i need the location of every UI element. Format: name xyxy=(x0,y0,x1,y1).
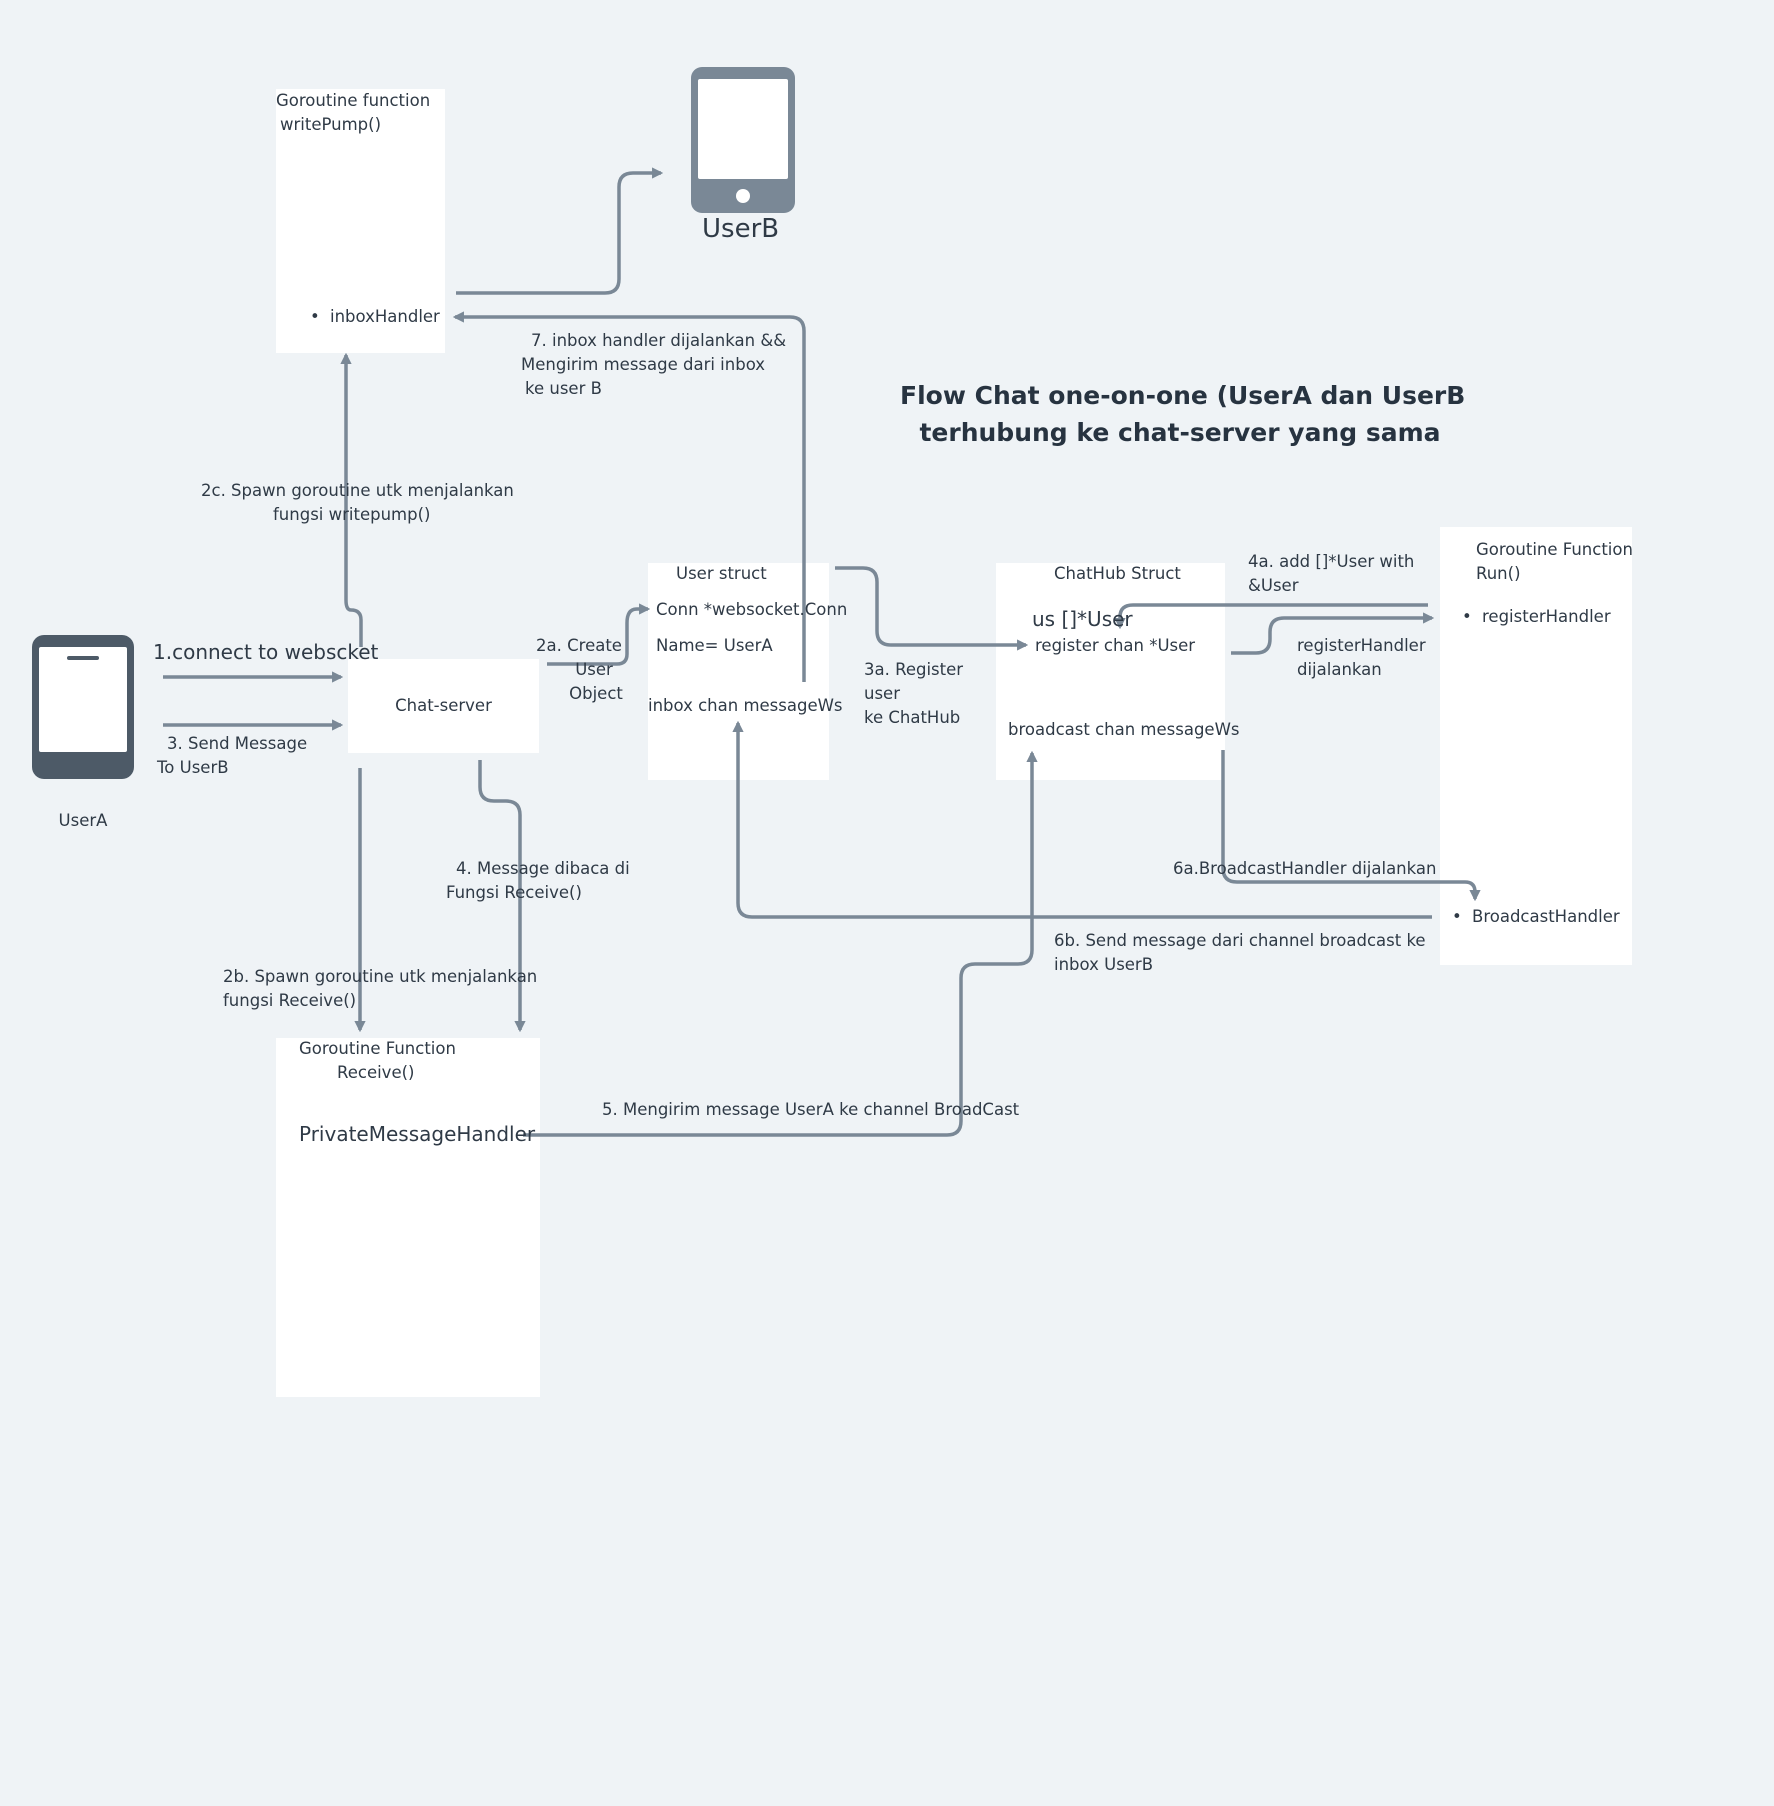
chathub-field-register: register chan *User xyxy=(1035,636,1196,655)
tablet-icon xyxy=(691,67,795,213)
broadcast-handler-item: BroadcastHandler xyxy=(1452,905,1620,929)
chathub-struct-title: ChatHub Struct xyxy=(1054,564,1181,583)
step3a-label-line3: ke ChatHub xyxy=(864,708,961,727)
arrow-send-broadcast xyxy=(523,750,1038,1137)
tablet-icon xyxy=(32,635,134,779)
arrow-create-user xyxy=(547,603,651,666)
step2b-label-line1: 2b. Spawn goroutine utk menjalankan xyxy=(223,967,538,986)
step6b-label-line2: inbox UserB xyxy=(1054,955,1154,974)
register-handler-label-line2: dijalankan xyxy=(1297,660,1382,679)
arrow-to-userB xyxy=(456,167,664,295)
step2a-label-line3: Object xyxy=(569,684,623,703)
step2c-label-line2: fungsi writepump() xyxy=(273,505,431,524)
step5-label: 5. Mengirim message UserA ke channel Bro… xyxy=(602,1100,1020,1119)
writepump-title-line1: Goroutine function xyxy=(276,91,431,110)
user-field-inbox: inbox chan messageWs xyxy=(648,696,843,715)
receive-title-line1: Goroutine Function xyxy=(299,1039,456,1058)
step2c-label-line1: 2c. Spawn goroutine utk menjalankan xyxy=(201,481,514,500)
arrow-register-handler xyxy=(1231,612,1435,655)
step4a-label-line2: &User xyxy=(1248,576,1299,595)
chathub-field-broadcast: broadcast chan messageWs xyxy=(1008,720,1240,739)
arrow-message-read xyxy=(478,760,526,1033)
run-title-line1: Goroutine Function xyxy=(1476,540,1633,559)
user-struct-title: User struct xyxy=(676,564,767,583)
chat-server-box xyxy=(348,659,539,753)
register-handler-item: registerHandler xyxy=(1462,605,1611,629)
arrow-spawn-writepump xyxy=(340,352,363,647)
step7-label-line3: ke user B xyxy=(525,379,602,398)
step6b-label-line1: 6b. Send message dari channel broadcast … xyxy=(1054,931,1426,950)
arrow-inbox-handler xyxy=(452,311,806,682)
step6a-label: 6a.BroadcastHandler dijalankan xyxy=(1173,859,1437,878)
userB-label: UserB xyxy=(702,214,780,244)
step4a-label-line1: 4a. add []*User with xyxy=(1248,552,1415,571)
chat-server-label: Chat-server xyxy=(395,696,492,715)
step3-label-line2: To UserB xyxy=(157,758,229,777)
diagram-title-line2: terhubung ke chat-server yang sama xyxy=(919,418,1441,447)
user-field-name: Name= UserA xyxy=(656,636,773,655)
user-field-conn: Conn *websocket.Conn xyxy=(656,600,848,619)
userA-label: UserA xyxy=(58,811,108,830)
chathub-struct-box xyxy=(996,563,1225,780)
step2a-label-line1: 2a. Create xyxy=(536,636,622,655)
arrow-add-user xyxy=(1114,603,1428,630)
step2b-label-line2: fungsi Receive() xyxy=(223,991,357,1010)
step2a-label-line2: User xyxy=(575,660,613,679)
step3a-label-line2: user xyxy=(864,684,900,703)
step7-label-line2: Mengirim message dari inbox xyxy=(521,355,766,374)
chathub-field-users: us []*User xyxy=(1032,607,1133,631)
private-message-handler: PrivateMessageHandler xyxy=(299,1122,536,1146)
register-handler-label-line1: registerHandler xyxy=(1297,636,1426,655)
step7-label-line1: 7. inbox handler dijalankan && xyxy=(531,331,787,350)
arrow-broadcast-handler xyxy=(1221,750,1481,902)
receive-goroutine-box xyxy=(276,1038,540,1397)
step3a-label-line1: 3a. Register xyxy=(864,660,964,679)
step1-label: 1.connect to webscket xyxy=(153,640,379,664)
receive-title-line2: Receive() xyxy=(337,1063,415,1082)
run-title-line2: Run() xyxy=(1476,564,1521,583)
step4-label-line1: 4. Message dibaca di xyxy=(456,859,630,878)
writepump-title-line2: writePump() xyxy=(280,115,382,134)
arrow-register-user xyxy=(835,566,1029,651)
step4-label-line2: Fungsi Receive() xyxy=(446,883,582,902)
diagram-title-line1: Flow Chat one-on-one (UserA dan UserB xyxy=(900,381,1466,410)
arrow-send-to-inbox xyxy=(732,720,1432,919)
inbox-handler-item: inboxHandler xyxy=(310,305,440,329)
step3-label-line1: 3. Send Message xyxy=(167,734,308,753)
